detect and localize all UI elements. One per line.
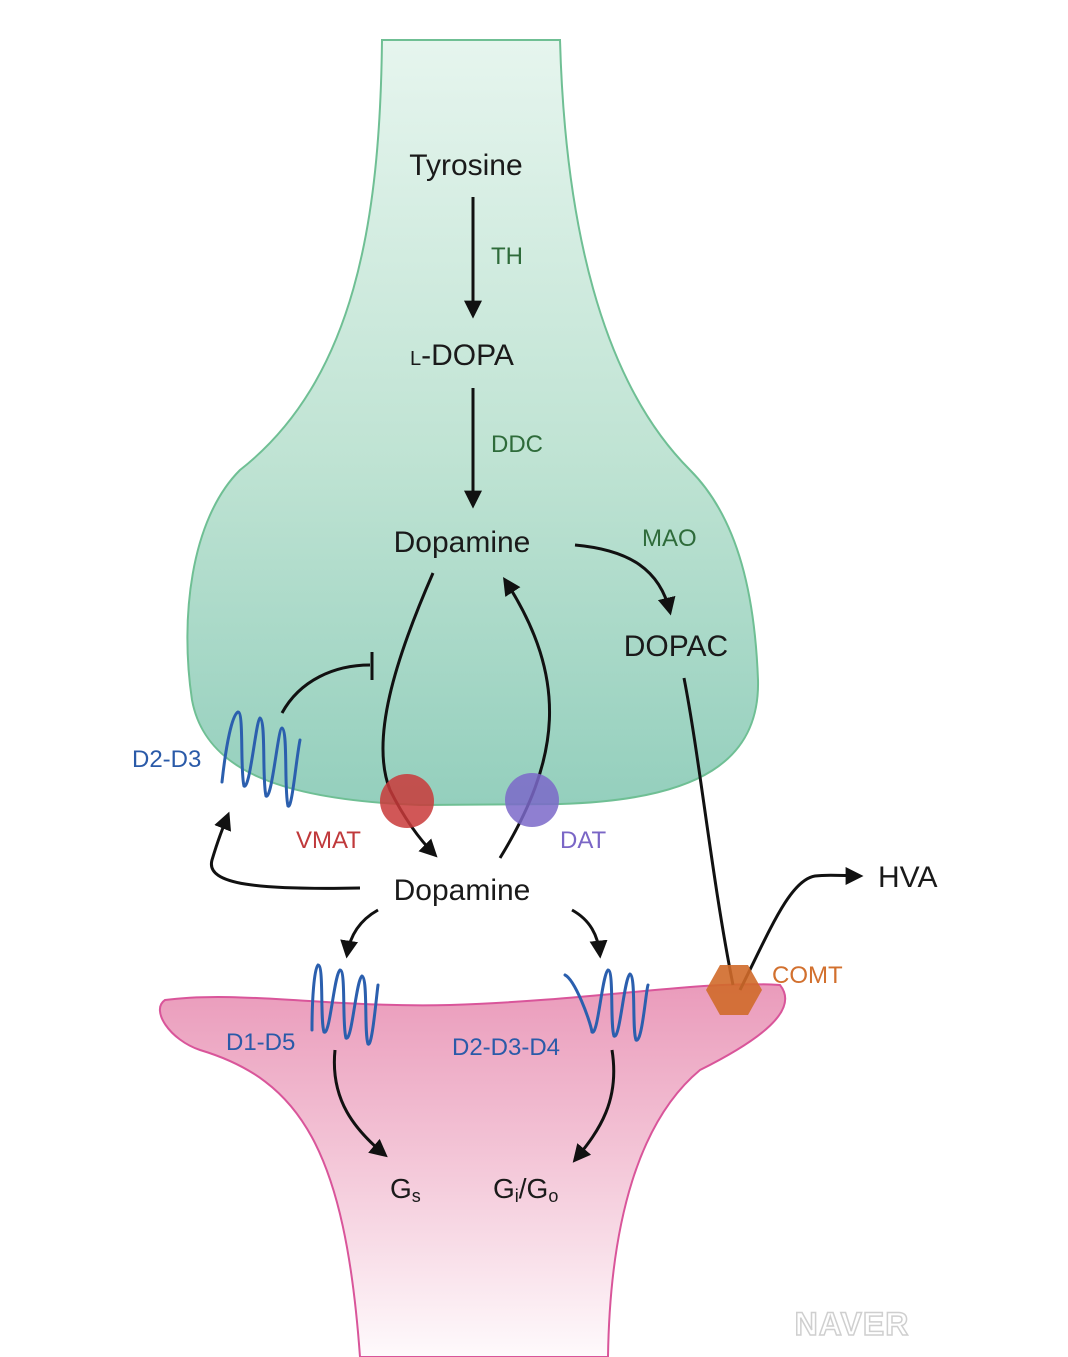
label-go-sub: o	[548, 1186, 558, 1206]
label-ldopa: L-DOPA	[410, 339, 514, 372]
label-hva: HVA	[878, 861, 937, 894]
label-gi-go: Gi/Go	[493, 1173, 558, 1206]
label-dopac: DOPAC	[624, 630, 728, 663]
arrow-dopamine-to-d1	[340, 908, 379, 959]
label-dat: DAT	[560, 827, 607, 854]
arrow-dopamine-to-dopac	[574, 543, 676, 616]
d2-receptor-coil-icon	[563, 968, 650, 1042]
label-dopamine-presynaptic: Dopamine	[394, 526, 531, 559]
label-ldopa-main: -DOPA	[421, 339, 514, 372]
label-vmat: VMAT	[296, 827, 361, 854]
comt-enzyme	[706, 965, 762, 1015]
label-gi-sub: i	[515, 1186, 519, 1206]
label-dopamine-synaptic: Dopamine	[394, 874, 531, 907]
label-mao: MAO	[642, 525, 697, 552]
label-gi-sep: /G	[519, 1173, 549, 1204]
label-autoreceptor: D2-D3	[132, 746, 201, 773]
arrow-d1-to-gs	[332, 1049, 388, 1158]
label-gs-sub: s	[412, 1186, 421, 1206]
label-d2-d3-d4: D2-D3-D4	[452, 1034, 560, 1061]
d1-receptor-coil-icon	[310, 963, 380, 1046]
arrow-dopamine-to-autoreceptor	[209, 811, 361, 890]
arrow-vesicular-release	[381, 572, 438, 858]
label-gs: Gs	[390, 1173, 421, 1206]
postsynaptic-terminal	[159, 983, 787, 1357]
autoreceptor-inhibition	[280, 663, 371, 714]
label-gs-main: G	[390, 1173, 412, 1204]
arrow-dopac-to-comt	[682, 677, 735, 986]
label-gi-main: G	[493, 1173, 515, 1204]
vmat-transporter	[380, 774, 434, 828]
autoreceptor-coil-icon	[220, 710, 302, 808]
dat-transporter	[505, 773, 559, 827]
label-comt: COMT	[772, 962, 843, 989]
arrow-comt-to-hva	[738, 866, 864, 991]
label-ddc: DDC	[491, 431, 543, 458]
watermark-logo: NAVER	[795, 1306, 910, 1342]
label-th: TH	[491, 243, 523, 270]
arrow-d2-to-gi	[572, 1049, 616, 1163]
arrow-dopamine-to-d2	[571, 908, 608, 959]
label-ldopa-prefix: L	[410, 348, 421, 370]
label-d1-d5: D1-D5	[226, 1029, 295, 1056]
label-tyrosine: Tyrosine	[409, 149, 522, 182]
